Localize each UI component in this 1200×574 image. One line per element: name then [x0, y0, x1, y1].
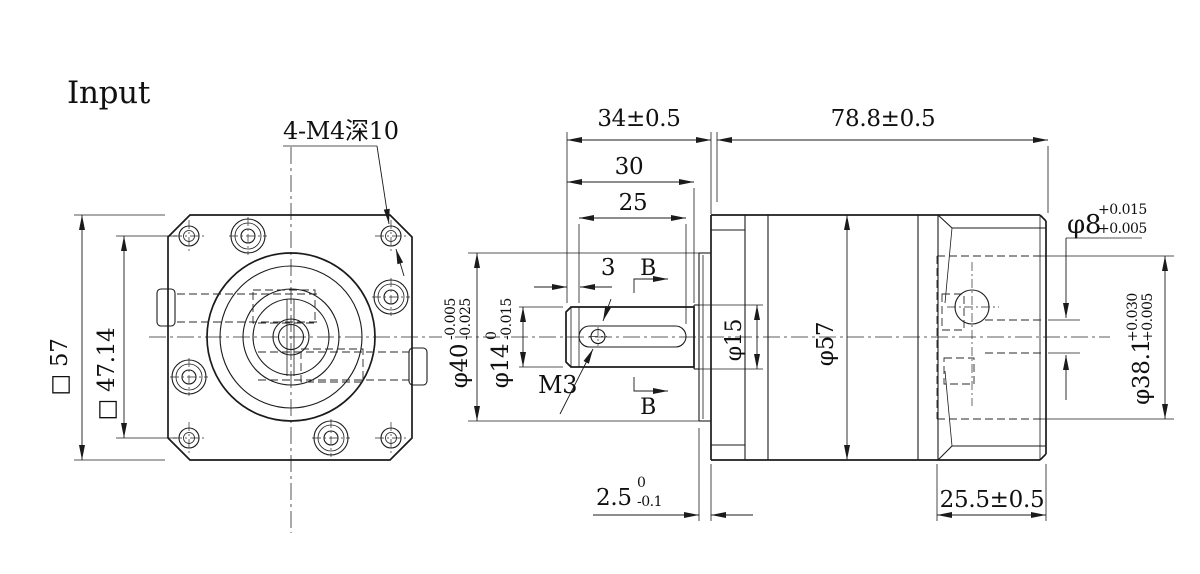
dim-25: 25	[578, 190, 687, 324]
flange-plate-side	[693, 215, 746, 460]
m3-callout: M3	[538, 298, 612, 415]
flange-outline	[167, 214, 413, 461]
dia40-label: φ40	[447, 344, 473, 388]
dia14-tol-upper: 0	[484, 332, 500, 340]
m4-hole	[173, 220, 205, 252]
dim-square4714-label: □ 47.14	[94, 328, 120, 421]
dim-25-label: 25	[619, 190, 648, 216]
dim-30-label: 30	[615, 154, 644, 180]
dim-dia40: φ40 -0.005 -0.025	[443, 252, 700, 422]
counterbore-hole	[312, 419, 350, 457]
center-bores	[206, 252, 376, 422]
dim-788-label: 78.8±0.5	[831, 106, 936, 132]
dia381-tol-upper: +0.030	[1125, 293, 1141, 342]
m4-hole	[375, 220, 407, 252]
dia14-label: φ14	[488, 344, 514, 388]
side-view: M3	[443, 106, 1174, 521]
right-edge-tab	[408, 347, 428, 386]
dia381-label: φ38.1	[1129, 339, 1155, 405]
dia381-tol-lower: +0.005	[1140, 293, 1156, 342]
dim-dia38-1: φ38.1 +0.030 +0.005	[1040, 255, 1174, 420]
dim-dia14: φ14 0 -0.015	[484, 298, 563, 388]
keyway-slot	[578, 325, 687, 348]
left-edge-tab	[156, 288, 176, 327]
dia40-tol-lower: -0.025	[458, 298, 474, 340]
dim-3-label: 3	[601, 255, 615, 281]
dia8-label: φ8	[1067, 210, 1101, 240]
dia14-tol-lower: -0.015	[499, 298, 515, 340]
dim-25-5: 25.5±0.5	[936, 464, 1047, 521]
section-b-top-label: B	[640, 256, 656, 281]
dia8-tol-upper: +0.015	[1098, 202, 1147, 218]
dim-2-5: 2.5 0 -0.1	[593, 428, 753, 521]
dim-dia8: φ8 +0.015 +0.005	[1048, 202, 1147, 400]
m4-tapped-holes	[173, 220, 407, 454]
dim-square-4714: □ 47.14	[94, 235, 177, 439]
dim-2-5-tol-upper: 0	[637, 475, 645, 491]
dim-square-57: □ 57	[47, 214, 165, 461]
dim-2-5-label: 2.5	[596, 485, 632, 511]
section-b-bottom-label: B	[640, 395, 656, 420]
dim-dia15: φ15	[697, 304, 763, 370]
section-b-marks: B B	[633, 256, 668, 420]
dim-square57-label: □ 57	[47, 338, 73, 395]
dia8-tol-lower: +0.005	[1098, 221, 1147, 237]
dim-25-5-label: 25.5±0.5	[940, 487, 1045, 513]
dia57-label: φ57	[813, 322, 839, 366]
counterbore-hole	[170, 358, 208, 396]
dia40-tol-upper: -0.005	[443, 298, 459, 340]
dim-34-label: 34±0.5	[597, 106, 680, 132]
housing-body	[711, 214, 1047, 461]
dim-3: 3	[534, 255, 615, 290]
dim-78-8: 78.8±0.5	[717, 106, 1049, 213]
dia15-label: φ15	[722, 319, 747, 362]
m4-hole	[173, 422, 205, 454]
counterbore-hole	[229, 217, 267, 255]
hidden-slot-features	[156, 288, 428, 386]
counterbored-holes	[170, 217, 410, 457]
m4-callout: 4-M4深10	[283, 117, 405, 277]
m4-hole	[375, 422, 407, 454]
hidden-input-recess	[936, 255, 1045, 420]
output-shaft	[565, 306, 695, 368]
m4-callout-label: 4-M4深10	[283, 117, 399, 145]
view-title: Input	[67, 75, 151, 111]
counterbore-hole	[372, 278, 410, 316]
dim-dia57: φ57	[813, 215, 850, 460]
front-view: □ 57 □ 47.14 4-M4深10	[47, 117, 442, 533]
dim-34: 34±0.5	[566, 106, 718, 303]
dim-30: 30	[567, 154, 695, 303]
dim-2-5-tol-lower: -0.1	[637, 494, 662, 510]
m3-callout-label: M3	[538, 371, 577, 399]
